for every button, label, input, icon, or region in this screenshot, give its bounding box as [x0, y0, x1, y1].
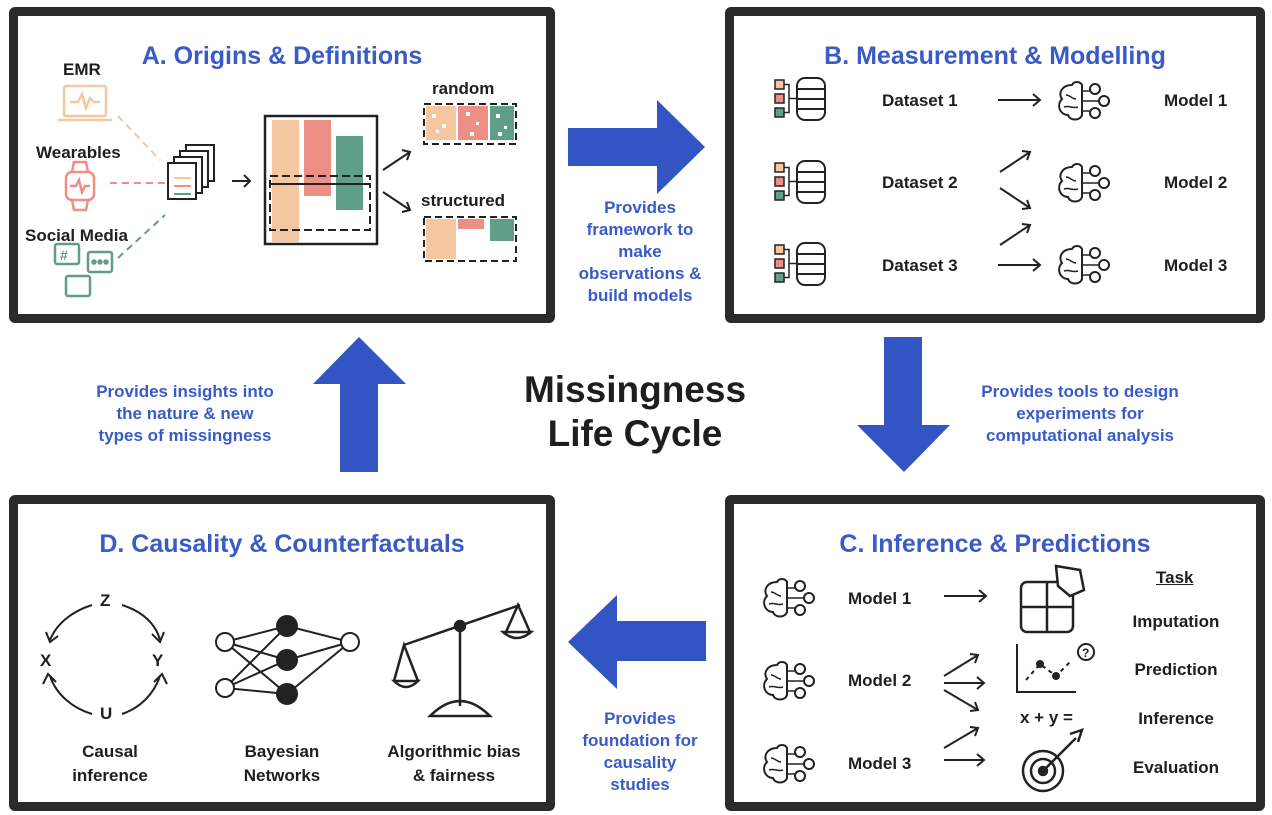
panel-origins-definitions: A. Origins & Definitions [9, 7, 555, 323]
formula-label: x + y = [1020, 708, 1073, 727]
center-title: Missingness Life Cycle [523, 369, 747, 454]
d-to-a-label: Provides insights into the nature & new … [96, 382, 274, 445]
b-model-1-label: Model 1 [1164, 91, 1228, 110]
b-to-c-label: Provides tools to design experiments for… [981, 382, 1179, 445]
task-header: Task [1156, 568, 1194, 587]
structured-label: structured [421, 191, 506, 210]
c-model-3-label: Model 3 [848, 754, 912, 773]
source-social-media-label: Social Media [25, 226, 128, 245]
panel-a-title: A. Origins & Definitions [141, 42, 423, 70]
dag-node-z: Z [100, 591, 111, 610]
target-icon [1021, 728, 1084, 793]
panel-inference-predictions: C. Inference & Predictions [725, 495, 1265, 811]
puzzle-icon [1019, 564, 1086, 634]
documents-icon [167, 144, 215, 200]
monitor-icon [58, 84, 112, 122]
source-emr-label: EMR [63, 60, 101, 79]
random-label: random [432, 79, 495, 98]
svg-text:?: ? [1082, 646, 1089, 660]
panel-b-title: B. Measurement & Modelling [824, 42, 1166, 70]
task-imputation: Imputation [1132, 612, 1220, 631]
source-wearables-label: Wearables [36, 143, 121, 162]
panel-d-title: D. Causality & Counterfactuals [99, 530, 465, 558]
arrow-down [857, 337, 950, 472]
arrow-left [568, 595, 706, 689]
task-inference: Inference [1138, 709, 1214, 728]
task-prediction: Prediction [1134, 660, 1218, 679]
dag-node-y: Y [152, 651, 164, 670]
bayesian-networks-label: Bayesian Networks [243, 742, 321, 785]
dataset-1-label: Dataset 1 [882, 91, 958, 110]
prediction-chart-icon: ? [1016, 643, 1095, 693]
dataset-3-label: Dataset 3 [882, 256, 958, 275]
bayesian-network-icon [224, 625, 351, 695]
panel-c-title: C. Inference & Predictions [839, 530, 1151, 558]
panel-causality-counterfactuals: D. Causality & Counterfactuals [9, 495, 555, 811]
scale-icon [390, 601, 535, 718]
a-to-b-label: Provides framework to make observations … [578, 198, 702, 305]
watch-icon [64, 160, 96, 212]
dag-node-x: X [40, 651, 52, 670]
task-evaluation: Evaluation [1133, 758, 1219, 777]
c-model-1-label: Model 1 [848, 589, 912, 608]
c-model-2-label: Model 2 [848, 671, 912, 690]
chat-icons: # [53, 242, 114, 298]
c-to-d-label: Provides foundation for causality studie… [582, 709, 698, 794]
arrow-right [568, 100, 705, 194]
dag-node-u: U [100, 704, 113, 723]
algorithmic-bias-label: Algorithmic bias & fairness [387, 742, 521, 785]
dataset-2-label: Dataset 2 [882, 173, 958, 192]
svg-text:#: # [60, 247, 68, 263]
b-model-3-label: Model 3 [1164, 256, 1228, 275]
arrow-up [313, 337, 406, 472]
b-model-2-label: Model 2 [1164, 173, 1228, 192]
causal-inference-label: Causal inference [72, 742, 148, 785]
